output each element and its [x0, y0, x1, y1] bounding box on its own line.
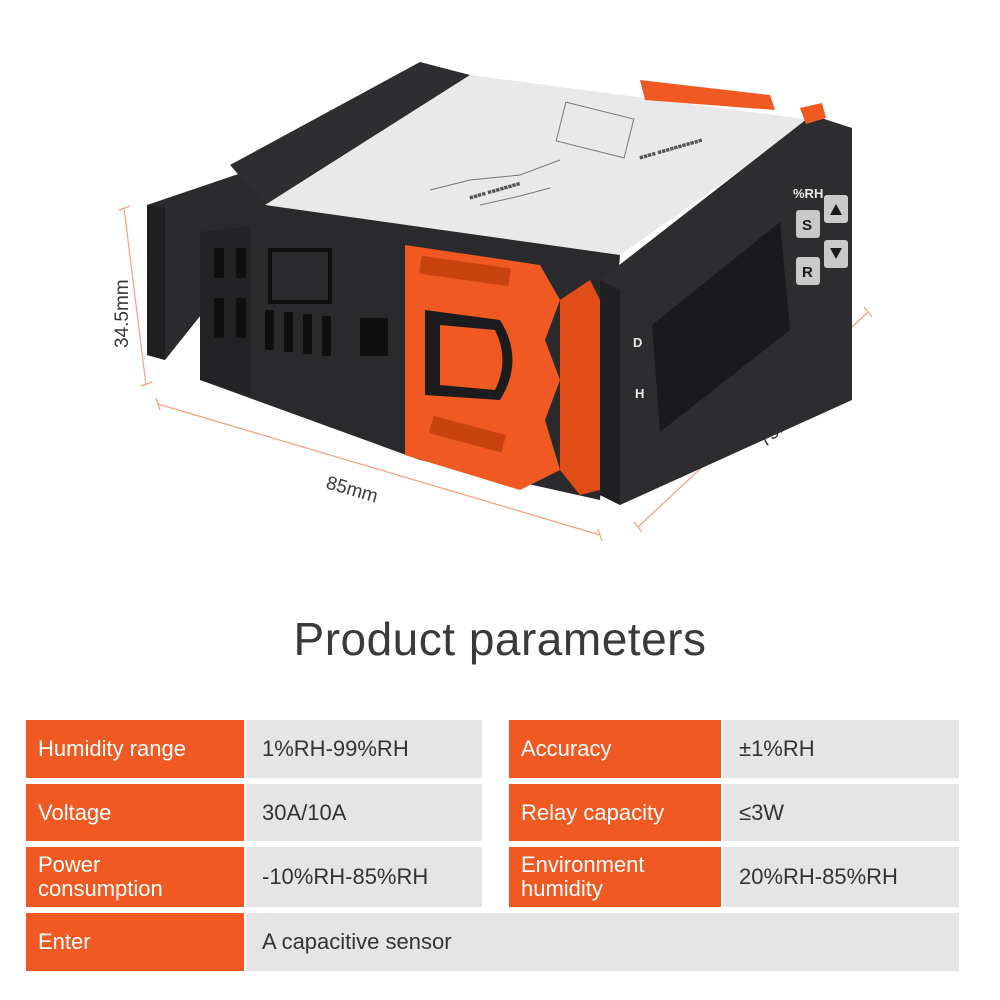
mounting-clip — [405, 80, 826, 495]
dimension-length-label: 85mm — [324, 473, 381, 508]
indicator-h-label: H — [635, 386, 644, 401]
param-label-relay-capacity: Relay capacity — [509, 784, 721, 841]
display-unit-label: %RH — [793, 186, 823, 201]
controller-housing: ■■■■ ■■■■■■■■ ■■■■ ■■■■■■■■■■■ S R %RH D… — [147, 62, 852, 505]
param-value-relay-capacity: ≤3W — [723, 784, 959, 841]
dimension-height-label: 34.5mm — [112, 279, 133, 348]
param-value-enter: A capacitive sensor — [246, 913, 959, 971]
param-value-humidity-range: 1%RH-99%RH — [246, 720, 482, 778]
param-value-environment-humidity: 20%RH-85%RH — [723, 847, 959, 907]
param-value-voltage: 30A/10A — [246, 784, 482, 841]
param-label-voltage: Voltage — [26, 784, 244, 841]
param-value-accuracy: ±1%RH — [723, 720, 959, 778]
param-label-enter: Enter — [26, 913, 244, 971]
section-title: Product parameters — [293, 613, 707, 665]
product-photo: 34.5mm 85mm 75mm ■■ — [112, 62, 873, 542]
param-label-humidity-range: Humidity range — [26, 720, 244, 778]
param-label-power-consumption: Power consumption — [26, 847, 244, 907]
param-label-environment-humidity: Environment humidity — [509, 847, 721, 907]
button-r-label: R — [802, 264, 813, 281]
param-label-accuracy: Accuracy — [509, 720, 721, 778]
indicator-d-label: D — [633, 335, 642, 350]
param-value-power-consumption: -10%RH-85%RH — [246, 847, 482, 907]
button-s-label: S — [802, 217, 812, 234]
